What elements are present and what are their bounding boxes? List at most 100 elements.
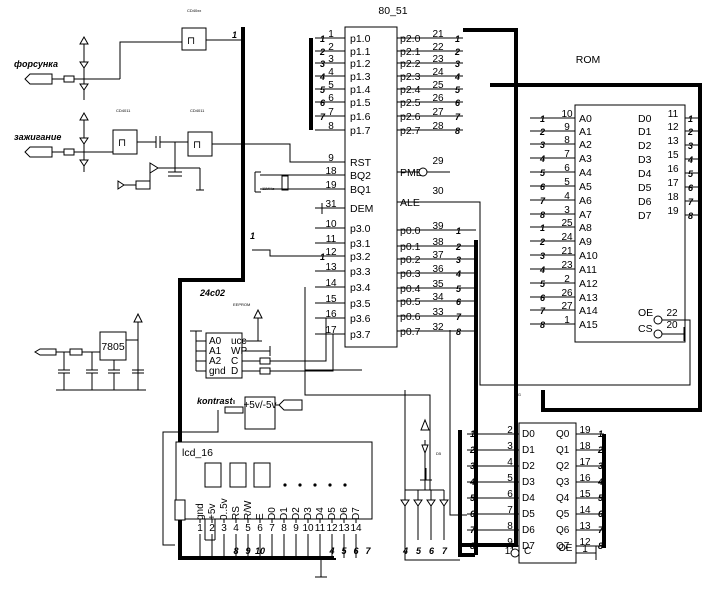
- vcc-arrow: [133, 312, 143, 323]
- pot-label: +5v/-5v: [243, 400, 276, 411]
- eeprom-pin-name: ucc: [231, 336, 247, 347]
- button-diode: [413, 499, 423, 507]
- bus-index: 6: [688, 183, 694, 193]
- crystal-label: 11MHz: [262, 186, 274, 191]
- rom-pin-name: A6: [579, 195, 592, 207]
- rom-pin-number: 3: [564, 205, 570, 216]
- lcd-digit: [253, 462, 271, 488]
- d5-label: D5: [436, 451, 442, 456]
- label-forsunka: форсунка: [14, 59, 58, 69]
- schmitt-gate-top: [181, 27, 207, 51]
- lcd-pin-number: 13: [338, 523, 350, 534]
- rom-pin-number: 13: [667, 136, 679, 147]
- bus-index: 7: [442, 546, 448, 556]
- mcu-pin-number: 17: [325, 325, 337, 336]
- mcu-pin-name: p3.0: [350, 223, 371, 235]
- i2c-wire: [262, 317, 345, 362]
- mcu-pin-number: 11: [326, 234, 337, 245]
- rom-pin-number: 21: [561, 246, 573, 257]
- button-diode: [439, 499, 449, 507]
- mcu-pin-name: p2.0: [400, 33, 421, 45]
- eeprom-pin-name: D: [231, 366, 238, 377]
- bus-index: 8: [233, 546, 238, 556]
- kontrast-label: kontrast: [197, 396, 234, 406]
- vcc-arrow: [420, 418, 430, 431]
- bus-index: 5: [455, 85, 461, 95]
- mcu-pin-name: p0.6: [400, 311, 421, 323]
- latch-pin-name: Q1: [556, 445, 570, 456]
- pot-body: [244, 396, 276, 430]
- oe-to-ale-wire: [450, 201, 691, 386]
- resistor: [135, 180, 151, 190]
- bus-index: 8: [540, 210, 545, 220]
- wire: [252, 249, 345, 257]
- bus-left-main: [178, 27, 334, 560]
- pot-connector: [278, 399, 303, 411]
- lcd-pin-name: gnd: [195, 503, 206, 520]
- mcu-pin-name: p3.4: [350, 282, 371, 294]
- latch-pin-number: 5: [507, 473, 513, 484]
- rom-pin-name: D7: [638, 210, 652, 222]
- regulator-label: 7805: [101, 341, 125, 353]
- mcu-pin-number: 6: [328, 93, 334, 104]
- lcd-pin-name: D4: [315, 507, 326, 520]
- bus-index: 4: [319, 72, 325, 82]
- rom-pin-name: A5: [579, 181, 592, 193]
- latch-pin-name: Q0: [556, 429, 570, 440]
- schmitt-gate-b: [187, 131, 213, 157]
- mcu-pin-name: p0.7: [400, 326, 421, 338]
- lcd-pin-name: +5v: [207, 504, 218, 520]
- lcd-pin-number: 3: [221, 523, 227, 534]
- wire: [304, 287, 431, 490]
- mcu-pin-number: 9: [328, 153, 334, 164]
- bus-index: 7: [455, 112, 461, 122]
- mcu-pin-name: p2.2: [400, 58, 421, 70]
- bus-index: 6: [456, 297, 462, 307]
- latch-pin-number: 7: [507, 505, 513, 516]
- mcu-pin-name: p3.3: [350, 266, 371, 278]
- rom-pin-number: 6: [564, 163, 570, 174]
- bus-index: 5: [540, 279, 546, 289]
- lcd-pin-number: 14: [350, 523, 362, 534]
- lcd-pin-name: 0..5v: [219, 498, 230, 520]
- mcu-title: 80_51: [378, 5, 407, 17]
- lcd-pin-number: 2: [209, 523, 215, 534]
- latch-pin-name: D3: [522, 477, 535, 488]
- mcu-pin-number: 13: [325, 262, 337, 273]
- button-bus: [404, 390, 460, 561]
- bus-index: 5: [416, 546, 422, 556]
- bus-index: 5: [341, 546, 347, 556]
- mcu-pin-number: 12: [325, 247, 337, 258]
- rg-label: RG: [515, 392, 521, 397]
- connector-arrow: [117, 180, 125, 190]
- bus-index: 6: [429, 546, 435, 556]
- mcu-pin-name: p1.6: [350, 111, 371, 123]
- bus-index: 5: [456, 284, 462, 294]
- wire: [120, 167, 200, 186]
- bus-index: 1: [320, 252, 325, 262]
- c-inversion: [510, 548, 520, 558]
- lcd-dot: [298, 483, 302, 487]
- mcu-pin-name: p1.3: [350, 71, 371, 83]
- latch-pin-number: 19: [579, 425, 591, 436]
- resistor: [259, 357, 271, 365]
- rom-pin-name: A9: [579, 236, 592, 248]
- mcu-pin-name: p0.3: [400, 268, 421, 280]
- bus-index: 3: [540, 251, 545, 261]
- latch-pin-name: D7: [522, 541, 535, 552]
- latch-pin-name: Q7: [556, 541, 570, 552]
- mcu-pin-name: p1.7: [350, 125, 371, 137]
- latch-pin-name: Q2: [556, 461, 570, 472]
- d5-diode: [421, 444, 429, 455]
- lcd-pin-name: E: [255, 513, 266, 520]
- mcu-pin-number: 21: [432, 29, 444, 40]
- lcd-pin-number: 6: [257, 523, 263, 534]
- latch-pin-name: Q5: [556, 509, 570, 520]
- mcu-pin-number: 39: [432, 221, 444, 232]
- latch-pin-name: D5: [522, 509, 535, 520]
- bus-index: 8: [688, 211, 693, 221]
- lcd-title: lcd_16: [182, 447, 213, 459]
- bus-index: 10: [255, 546, 265, 556]
- latch-pin-name: D0: [522, 429, 535, 440]
